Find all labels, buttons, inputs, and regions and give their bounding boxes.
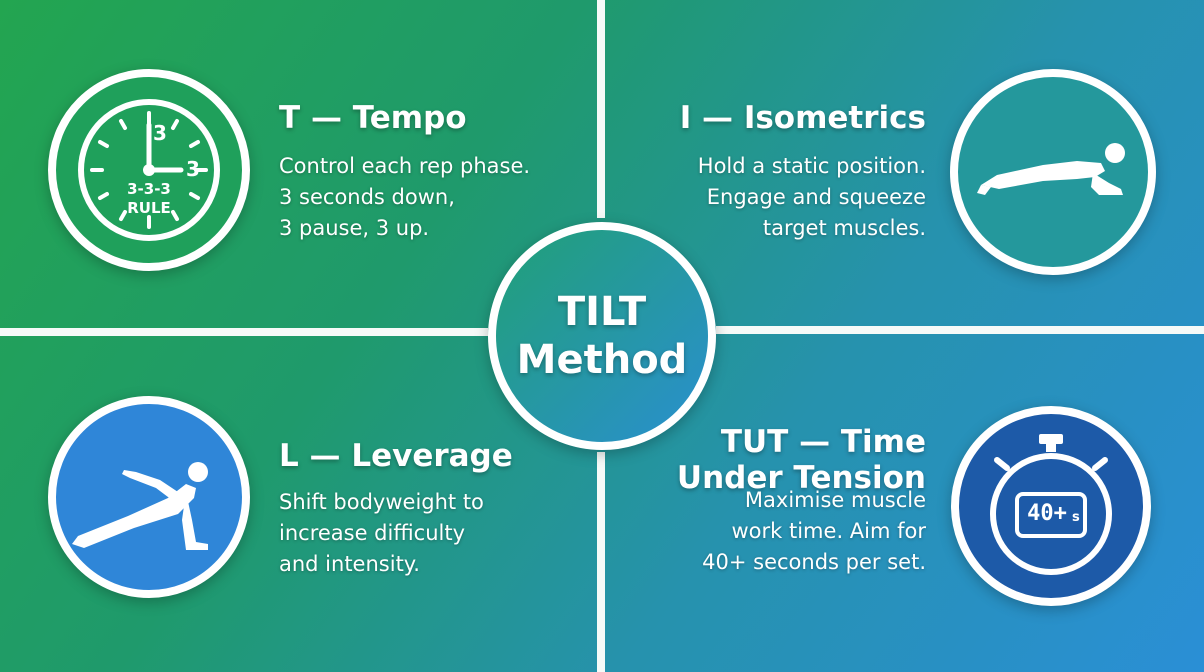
leverage-line: Shift bodyweight to xyxy=(279,490,484,514)
tempo-line: Control each rep phase. xyxy=(279,154,531,178)
center-circle xyxy=(488,222,716,450)
isometrics-line: target muscles. xyxy=(762,216,926,240)
tempo-line: 3 pause, 3 up. xyxy=(279,216,430,240)
stopwatch-icon xyxy=(990,434,1112,575)
divider-top xyxy=(597,0,605,218)
leverage-line: and intensity. xyxy=(279,552,420,576)
leverage-line: increase difficulty xyxy=(279,521,466,545)
center-title-line2: Method xyxy=(516,337,688,383)
clock-icon xyxy=(78,99,220,241)
isometrics-line: Engage and squeeze xyxy=(706,185,926,209)
divider-bottom xyxy=(597,452,605,672)
plank-icon xyxy=(977,143,1125,195)
push-up-icon xyxy=(72,462,208,550)
isometrics-heading: I — Isometrics xyxy=(679,100,926,136)
divider-right xyxy=(716,326,1204,334)
clock-label-bottom: RULE xyxy=(127,199,171,217)
clock-label-top: 3-3-3 xyxy=(127,180,171,198)
center-title-line1: TILT xyxy=(557,289,647,335)
tempo-heading: T — Tempo xyxy=(279,100,467,136)
leverage-icon-circle xyxy=(48,396,250,598)
tut-line: Maximise muscle xyxy=(744,488,926,512)
tempo-description: Control each rep phase. 3 seconds down, … xyxy=(279,151,530,244)
stopwatch-display-unit: s xyxy=(1072,510,1080,525)
clock-face xyxy=(90,111,208,229)
center-title: TILT Method xyxy=(488,222,716,450)
clock-numeral-12: 3 xyxy=(153,121,167,145)
divider-left xyxy=(0,328,488,336)
tut-description: Maximise muscle work time. Aim for 40+ s… xyxy=(626,485,926,578)
leverage-description: Shift bodyweight to increase difficulty … xyxy=(279,487,484,580)
tempo-line: 3 seconds down, xyxy=(279,185,455,209)
tut-line: 40+ seconds per set. xyxy=(702,550,926,574)
tut-heading-line: TUT — Time xyxy=(720,424,926,460)
isometrics-line: Hold a static position. xyxy=(697,154,926,178)
leverage-heading: L — Leverage xyxy=(279,438,513,474)
clock-numeral-3: 3 xyxy=(186,157,200,181)
tut-heading: TUT — Time Under Tension xyxy=(626,424,926,496)
tut-heading-line: Under Tension xyxy=(676,460,926,496)
stopwatch-display-value: 40+ xyxy=(1027,501,1067,526)
isometrics-description: Hold a static position. Engage and squee… xyxy=(626,151,926,244)
tut-line: work time. Aim for xyxy=(731,519,927,543)
